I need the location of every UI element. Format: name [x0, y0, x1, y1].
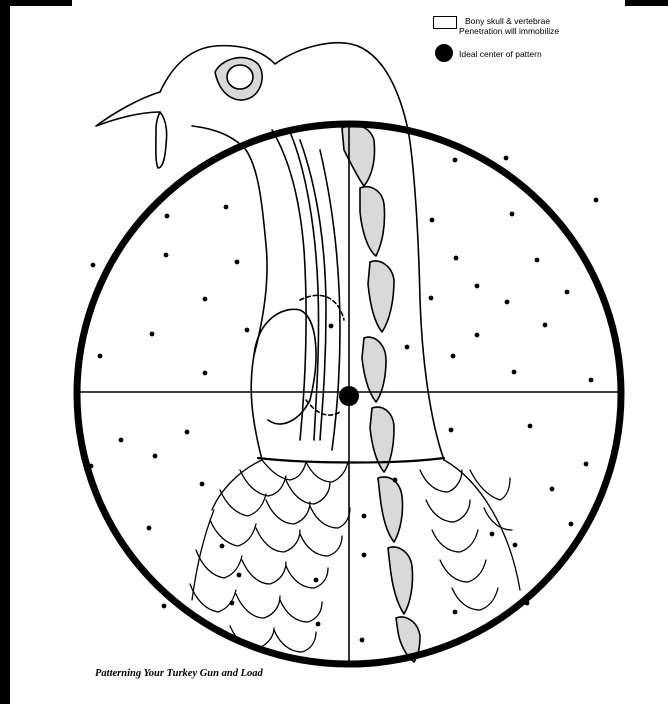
legend-center-dot-icon [435, 44, 453, 62]
page-caption: Patterning Your Turkey Gun and Load [95, 668, 263, 679]
legend-center-label: Ideal center of pattern [459, 49, 542, 59]
neck-line-1 [272, 130, 306, 440]
legend-bone-note: Penetration will immobilize [459, 26, 559, 36]
beak [96, 92, 160, 126]
neck-front [192, 126, 267, 460]
bone-legend-icon [433, 16, 457, 29]
wattle [156, 112, 167, 168]
eye [227, 65, 253, 89]
legend-bone-label: Bony skull & vertebrae [465, 16, 550, 26]
center-dot-icon [339, 386, 359, 406]
neck-base-line [258, 458, 444, 463]
head-outline [160, 43, 444, 460]
feathers [190, 460, 520, 652]
